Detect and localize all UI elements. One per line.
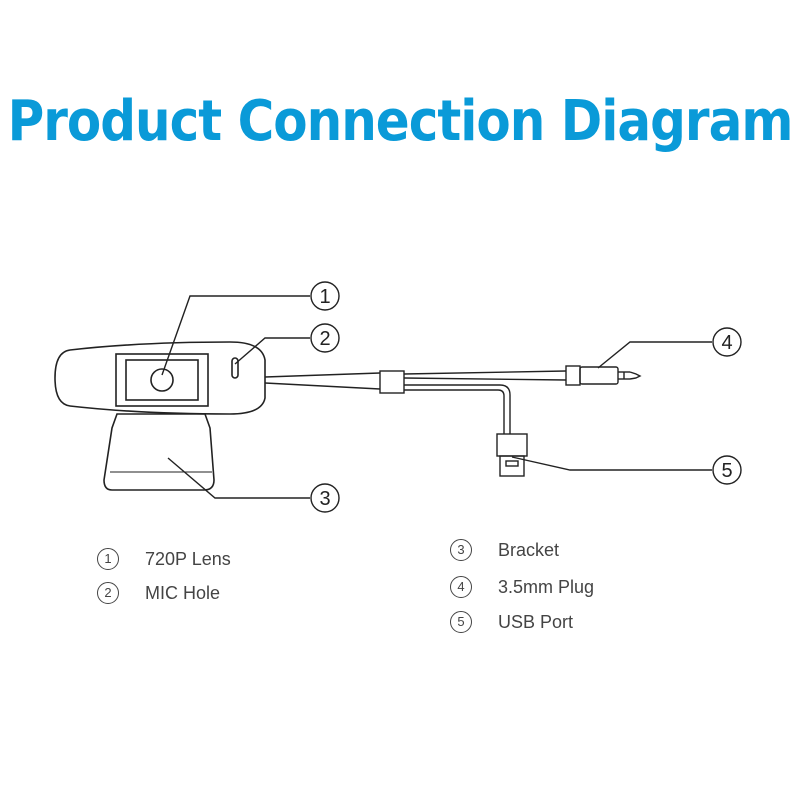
svg-text:5: 5 <box>721 460 732 482</box>
cable-splitter <box>379 370 405 394</box>
legend-number: 4 <box>450 576 472 598</box>
legend-label: MIC Hole <box>145 582 221 603</box>
svg-text:2: 2 <box>319 328 330 350</box>
page-title: Product Connection Diagram <box>7 88 794 154</box>
cable-assembly <box>264 365 642 477</box>
callout-5: 5 <box>712 455 742 485</box>
mic-hole-icon <box>231 357 239 379</box>
bracket <box>103 413 215 491</box>
lens-frame-inner <box>125 359 199 401</box>
legend-item-bracket: 3 Bracket <box>450 535 559 565</box>
webcam-body <box>54 341 266 415</box>
callout-4: 4 <box>712 327 742 357</box>
legend-number: 3 <box>450 539 472 561</box>
legend-number: 2 <box>97 582 119 604</box>
legend-item-mic-hole: 2 MIC Hole <box>97 578 220 608</box>
audio-plug-icon <box>565 365 642 386</box>
legend-label: USB Port <box>498 611 574 632</box>
legend-number: 1 <box>97 548 119 570</box>
callout-2: 2 <box>310 323 340 353</box>
legend-label: 720P Lens <box>145 548 231 569</box>
usb-connector-icon <box>496 433 528 477</box>
svg-text:4: 4 <box>721 332 732 354</box>
lens-frame <box>115 353 209 407</box>
legend-label: Bracket <box>498 539 560 560</box>
leader-lines <box>161 295 712 499</box>
webcam-illustration <box>54 341 266 491</box>
callout-1: 1 <box>310 281 340 311</box>
legend-item-lens: 1 720P Lens <box>97 544 231 574</box>
legend-item-usb-port: 5 USB Port <box>450 607 573 637</box>
legend-label: 3.5mm Plug <box>498 576 595 597</box>
svg-text:3: 3 <box>319 488 330 510</box>
lens-icon <box>150 368 174 392</box>
callout-3: 3 <box>310 483 340 513</box>
legend-item-audio-plug: 4 3.5mm Plug <box>450 572 594 602</box>
svg-text:1: 1 <box>319 286 330 308</box>
legend-number: 5 <box>450 611 472 633</box>
